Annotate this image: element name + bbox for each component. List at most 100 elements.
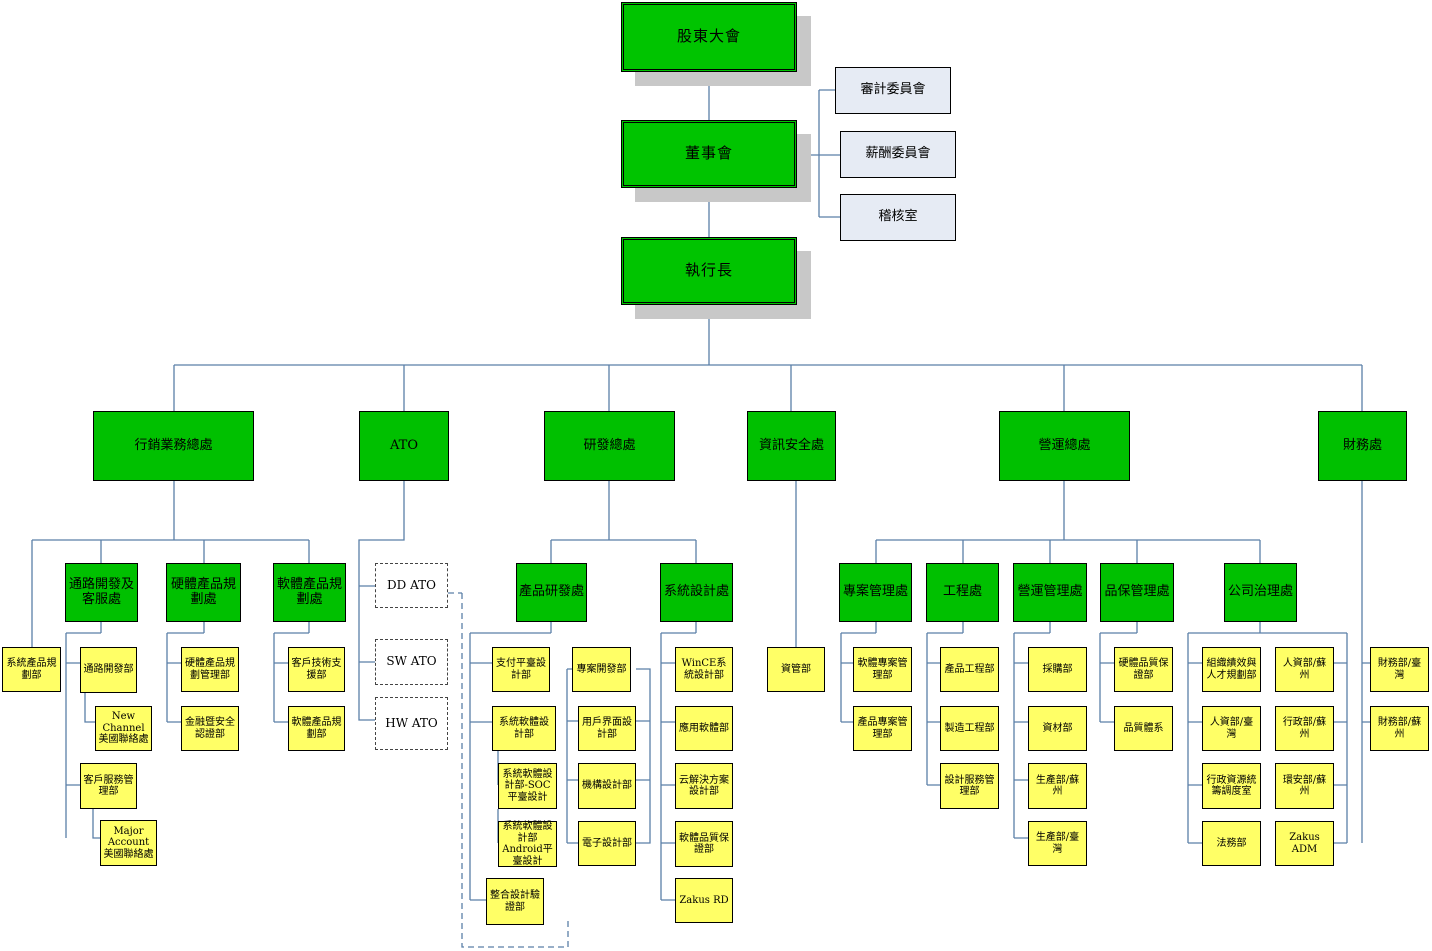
division-finance-box: 財務處 xyxy=(1318,411,1407,481)
qa-mgmt-label: 品保管理處 xyxy=(1104,584,1170,600)
sw-product-planning-box: 軟體產品規劃處 xyxy=(273,563,346,622)
audit-committee-label: 審計委員會 xyxy=(860,82,926,98)
application-sw-box: 應用軟體部 xyxy=(675,706,733,751)
wince-design-label: WinCE系統設計部 xyxy=(681,658,727,681)
zakus-adm-box: Zakus ADM xyxy=(1275,821,1334,866)
system-design-box: 系統設計處 xyxy=(660,563,733,622)
production-suzhou-box: 生產部/蘇州 xyxy=(1028,763,1087,809)
hw-qa-box: 硬體品質保證部 xyxy=(1114,647,1173,692)
compensation-committee-box: 薪酬委員會 xyxy=(840,131,956,178)
sw-qa-box: 軟體品質保證部 xyxy=(675,821,733,867)
corporate-governance-label: 公司治理處 xyxy=(1227,584,1293,600)
engineering-box: 工程處 xyxy=(926,563,999,622)
production-taiwan-label: 生產部/臺灣 xyxy=(1035,832,1080,855)
board-of-directors-box: 董事會 xyxy=(621,120,797,188)
division-rd-label: 研發總處 xyxy=(583,437,636,453)
sw-product-planning-label: 軟體產品規劃處 xyxy=(276,576,342,607)
hw-planning-mgmt-box: 硬體產品規劃管理部 xyxy=(181,647,239,692)
admin-suzhou-label: 行政部/蘇州 xyxy=(1282,717,1327,740)
android-platform-box: 系統軟體設計部Android平臺設計 xyxy=(498,821,557,867)
customer-service-mgmt-label: 客戶服務管理部 xyxy=(83,774,134,798)
product-project-mgmt-label: 產品專案管理部 xyxy=(857,717,908,740)
hw-ato-label: HW ATO xyxy=(385,715,438,730)
ui-design-label: 用戶界面設計部 xyxy=(582,717,632,740)
sw-qa-label: 軟體品質保證部 xyxy=(679,832,729,856)
hr-taiwan-box: 人資部/臺灣 xyxy=(1202,706,1261,751)
design-service-mgmt-label: 設計服務管理部 xyxy=(944,774,995,798)
mechanical-design-box: 機構設計部 xyxy=(578,763,636,809)
hw-product-planning-box: 硬體產品規劃處 xyxy=(166,563,241,622)
customer-service-mgmt-box: 客戶服務管理部 xyxy=(80,763,137,809)
qa-mgmt-box: 品保管理處 xyxy=(1100,563,1174,622)
integration-verification-box: 整合設計驗證部 xyxy=(486,878,544,925)
division-rd-box: 研發總處 xyxy=(544,411,675,481)
major-account-us-box: Major Account美國聯絡處 xyxy=(100,820,157,866)
project-dev-label: 專案開發部 xyxy=(576,663,627,675)
channel-service-box: 通路開發及客服處 xyxy=(65,563,138,622)
product-project-mgmt-box: 產品專案管理部 xyxy=(853,706,912,751)
new-channel-us-label: New Channel美國聯絡處 xyxy=(98,711,149,746)
legal-label: 法務部 xyxy=(1216,837,1247,849)
production-suzhou-label: 生產部/蘇州 xyxy=(1035,774,1080,798)
it-mgmt-label: 資管部 xyxy=(781,663,811,675)
wince-design-box: WinCE系統設計部 xyxy=(675,647,733,692)
electronic-design-label: 電子設計部 xyxy=(582,837,632,849)
zakus-rd-label: Zakus RD xyxy=(679,894,729,906)
audit-committee-box: 審計委員會 xyxy=(835,67,951,114)
finance-taiwan-box: 財務部/臺灣 xyxy=(1370,647,1429,692)
financial-security-cert-box: 金融暨安全認證部 xyxy=(181,706,239,751)
operation-mgmt-label: 營運管理處 xyxy=(1017,584,1083,600)
product-rd-box: 產品研發處 xyxy=(516,563,587,622)
compensation-committee-label: 薪酬委員會 xyxy=(865,146,931,162)
product-engineering-box: 產品工程部 xyxy=(940,647,999,692)
hr-suzhou-box: 人資部/蘇州 xyxy=(1275,647,1334,692)
design-service-mgmt-box: 設計服務管理部 xyxy=(940,763,999,809)
quality-system-box: 品質體系 xyxy=(1114,706,1173,751)
application-sw-label: 應用軟體部 xyxy=(679,722,729,734)
shareholders-meeting-box: 股東大會 xyxy=(621,2,797,72)
finance-taiwan-label: 財務部/臺灣 xyxy=(1377,658,1422,681)
cloud-solution-label: 云解決方案設計部 xyxy=(679,774,729,798)
sw-project-mgmt-box: 軟體專案管理部 xyxy=(853,647,912,692)
admin-coordination-box: 行政資源統籌調度室 xyxy=(1202,763,1261,809)
division-ato-box: ATO xyxy=(359,411,449,481)
hr-suzhou-label: 人資部/蘇州 xyxy=(1282,658,1327,681)
hw-product-planning-label: 硬體產品規劃處 xyxy=(170,576,236,607)
shareholders-meeting-label: 股東大會 xyxy=(676,27,741,46)
hw-planning-mgmt-label: 硬體產品規劃管理部 xyxy=(185,658,235,681)
division-operations-label: 營運總處 xyxy=(1038,437,1091,453)
materials-box: 資材部 xyxy=(1028,706,1087,751)
division-infosec-box: 資訊安全處 xyxy=(747,411,836,481)
division-operations-box: 營運總處 xyxy=(999,411,1130,481)
admin-coordination-label: 行政資源統籌調度室 xyxy=(1206,774,1257,798)
operation-mgmt-box: 營運管理處 xyxy=(1013,563,1087,622)
channel-dev-dept-label: 通路開發部 xyxy=(83,664,134,676)
ceo-label: 執行長 xyxy=(684,261,733,280)
cloud-solution-box: 云解決方案設計部 xyxy=(675,763,733,809)
product-rd-label: 產品研發處 xyxy=(519,584,585,600)
purchasing-box: 採購部 xyxy=(1028,647,1087,692)
production-taiwan-box: 生產部/臺灣 xyxy=(1028,821,1087,866)
sw-planning-dept-box: 軟體產品規劃部 xyxy=(288,706,345,751)
major-account-us-label: Major Account美國聯絡處 xyxy=(103,825,154,860)
channel-dev-dept-box: 通路開發部 xyxy=(80,647,137,693)
customer-tech-support-box: 客戶技術支援部 xyxy=(288,647,345,692)
admin-suzhou-box: 行政部/蘇州 xyxy=(1275,706,1334,751)
soc-platform-label: 系統軟體設計部-SOC平臺設計 xyxy=(502,768,553,803)
corporate-governance-box: 公司治理處 xyxy=(1224,563,1297,622)
manufacturing-engineering-box: 製造工程部 xyxy=(940,706,999,751)
product-engineering-label: 產品工程部 xyxy=(944,663,995,675)
system-design-label: 系統設計處 xyxy=(663,584,729,600)
ui-design-box: 用戶界面設計部 xyxy=(578,706,636,751)
hw-ato-box: HW ATO xyxy=(375,697,448,750)
system-sw-design-label: 系統軟體設計部 xyxy=(499,717,549,740)
dd-ato-box: DD ATO xyxy=(375,563,448,608)
it-mgmt-box: 資管部 xyxy=(767,647,825,692)
financial-security-cert-label: 金融暨安全認證部 xyxy=(185,717,235,740)
sw-ato-box: SW ATO xyxy=(375,639,448,685)
hr-taiwan-label: 人資部/臺灣 xyxy=(1209,717,1254,740)
sw-planning-dept-label: 軟體產品規劃部 xyxy=(291,717,342,740)
channel-service-label: 通路開發及客服處 xyxy=(68,576,134,607)
project-mgmt-label: 專案管理處 xyxy=(842,584,908,600)
